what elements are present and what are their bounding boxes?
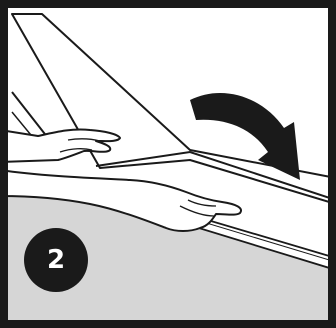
step-number-badge: 2 xyxy=(24,228,88,292)
step-number: 2 xyxy=(47,245,65,275)
